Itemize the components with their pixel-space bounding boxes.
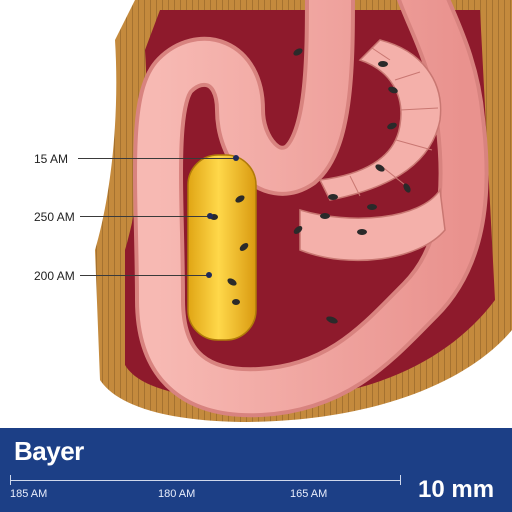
scale-label-2: 180 AM [158, 488, 196, 500]
footer-band: Bayer 185 AM 180 AM 165 AM 10 mm [0, 428, 512, 512]
leader-line-2 [80, 216, 210, 217]
leader-line-3 [80, 275, 208, 276]
segmented-coil [318, 39, 442, 201]
leader-dot-1 [233, 155, 239, 161]
leader-dot-3 [206, 272, 212, 278]
scale-label-3: 165 AM [290, 488, 328, 500]
scale-bar [10, 480, 400, 481]
scale-label-1: 185 AM [10, 488, 48, 500]
brand-logo: Bayer [14, 436, 84, 466]
anatomy-illustration [95, 0, 512, 422]
leader-dot-2 [207, 213, 213, 219]
leader-line-1 [78, 158, 236, 159]
particles [210, 48, 411, 324]
callout-label-3: 200 AM [34, 269, 75, 283]
callout-label-2: 250 AM [34, 210, 75, 224]
scale-tick [400, 475, 401, 485]
callout-label-1: 15 AM [34, 152, 69, 166]
scale-value: 10 mm [418, 476, 495, 503]
scale-tick [10, 475, 11, 485]
